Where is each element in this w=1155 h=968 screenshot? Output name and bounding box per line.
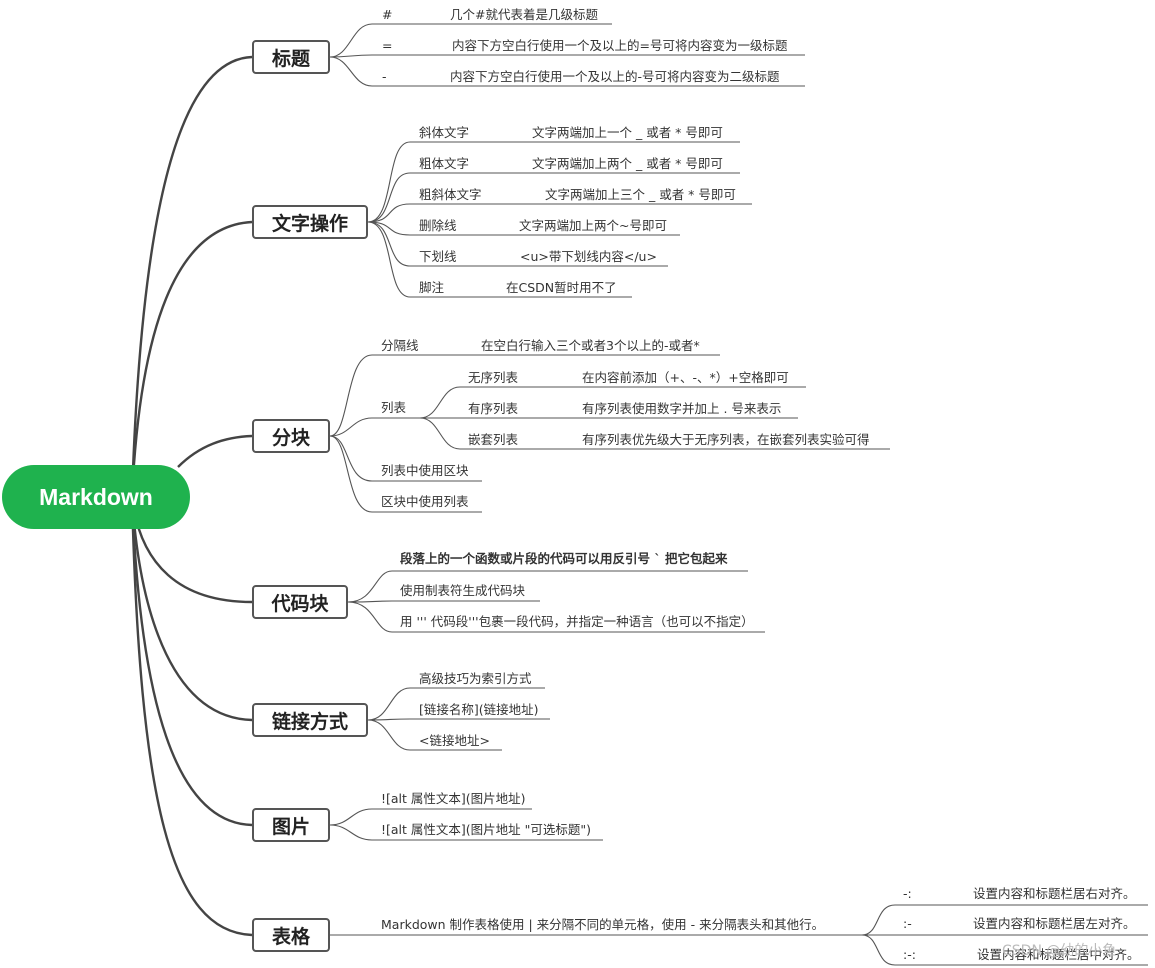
branch-table: 表格 xyxy=(252,918,330,952)
table-align-desc: 设置内容和标题栏居右对齐。 xyxy=(973,886,1136,901)
block-unordered-list-desc: 在内容前添加（+、-、*）+空格即可 xyxy=(582,370,789,385)
heading-label: # xyxy=(382,7,393,22)
text-label: 下划线 xyxy=(419,249,457,264)
image-item: ![alt 属性文本](图片地址) xyxy=(381,791,526,806)
heading-desc: 内容下方空白行使用一个及以上的-号可将内容变为二级标题 xyxy=(450,69,780,84)
code-item: 段落上的一个函数或片段的代码可以用反引号 ` 把它包起来 xyxy=(400,551,728,566)
text-desc: 文字两端加上三个 _ 或者 * 号即可 xyxy=(545,187,736,202)
branch-heading: 标题 xyxy=(252,40,330,74)
root-node: Markdown xyxy=(2,465,190,529)
heading-label: = xyxy=(382,38,393,53)
branch-image: 图片 xyxy=(252,808,330,842)
connector-block xyxy=(177,434,253,468)
block-block-in-list: 区块中使用列表 xyxy=(381,494,469,509)
text-label: 斜体文字 xyxy=(419,125,470,140)
heading-desc: 几个#就代表着是几级标题 xyxy=(450,7,598,22)
block-ordered-list: 有序列表 xyxy=(468,401,519,416)
heading-label: - xyxy=(382,69,387,84)
table-align-syntax: :-: xyxy=(903,947,916,962)
text-label: 粗体文字 xyxy=(419,156,470,171)
text-label: 删除线 xyxy=(419,218,457,233)
heading-desc: 内容下方空白行使用一个及以上的=号可将内容变为一级标题 xyxy=(452,38,788,53)
block-ordered-list-desc: 有序列表使用数字并加上 . 号来表示 xyxy=(582,401,782,416)
code-item: 用 ''' 代码段'''包裹一段代码，并指定一种语言（也可以不指定） xyxy=(400,614,754,629)
link-item: 高级技巧为索引方式 xyxy=(419,671,532,686)
connector-heading xyxy=(130,55,253,498)
link-item: [链接名称](链接地址) xyxy=(419,702,539,717)
table-align-syntax: :- xyxy=(903,916,912,931)
text-label: 粗斜体文字 xyxy=(419,187,482,202)
code-item: 使用制表符生成代码块 xyxy=(400,583,526,598)
watermark: CSDN @幼的小鱼 xyxy=(1002,943,1117,959)
branch-code: 代码块 xyxy=(252,585,348,619)
text-label: 脚注 xyxy=(419,280,445,295)
image-item: ![alt 属性文本](图片地址 "可选标题") xyxy=(381,822,591,837)
block-nested-list: 嵌套列表 xyxy=(468,432,519,447)
block-list: 列表 xyxy=(381,400,407,415)
block-separator-desc: 在空白行输入三个或者3个以上的-或者* xyxy=(481,338,700,353)
connector-image xyxy=(130,496,253,827)
text-desc: <u>带下划线内容</u> xyxy=(520,249,657,264)
connector-table xyxy=(130,496,253,937)
block-unordered-list: 无序列表 xyxy=(468,370,519,385)
block-separator: 分隔线 xyxy=(381,338,419,353)
connector-link xyxy=(130,496,253,722)
table-align-desc: 设置内容和标题栏居左对齐。 xyxy=(973,916,1136,931)
text-desc: 在CSDN暂时用不了 xyxy=(506,280,617,295)
text-desc: 文字两端加上一个 _ 或者 * 号即可 xyxy=(532,125,723,140)
text-desc: 文字两端加上两个 _ 或者 * 号即可 xyxy=(532,156,723,171)
branch-link: 链接方式 xyxy=(252,703,368,737)
connector-text xyxy=(130,220,253,498)
table-main-desc: Markdown 制作表格使用 | 来分隔不同的单元格，使用 - 来分隔表头和其… xyxy=(381,917,825,932)
text-desc: 文字两端加上两个~号即可 xyxy=(519,218,667,233)
block-list-in-block: 列表中使用区块 xyxy=(381,463,469,478)
table-align-syntax: -: xyxy=(903,886,912,901)
branch-block: 分块 xyxy=(252,419,330,453)
branch-text: 文字操作 xyxy=(252,205,368,239)
link-item: <链接地址> xyxy=(419,733,490,748)
table-align-desc: 设置内容和标题栏居中对齐。 xyxy=(977,947,1140,962)
block-nested-list-desc: 有序列表优先级大于无序列表，在嵌套列表实验可得 xyxy=(582,432,870,447)
